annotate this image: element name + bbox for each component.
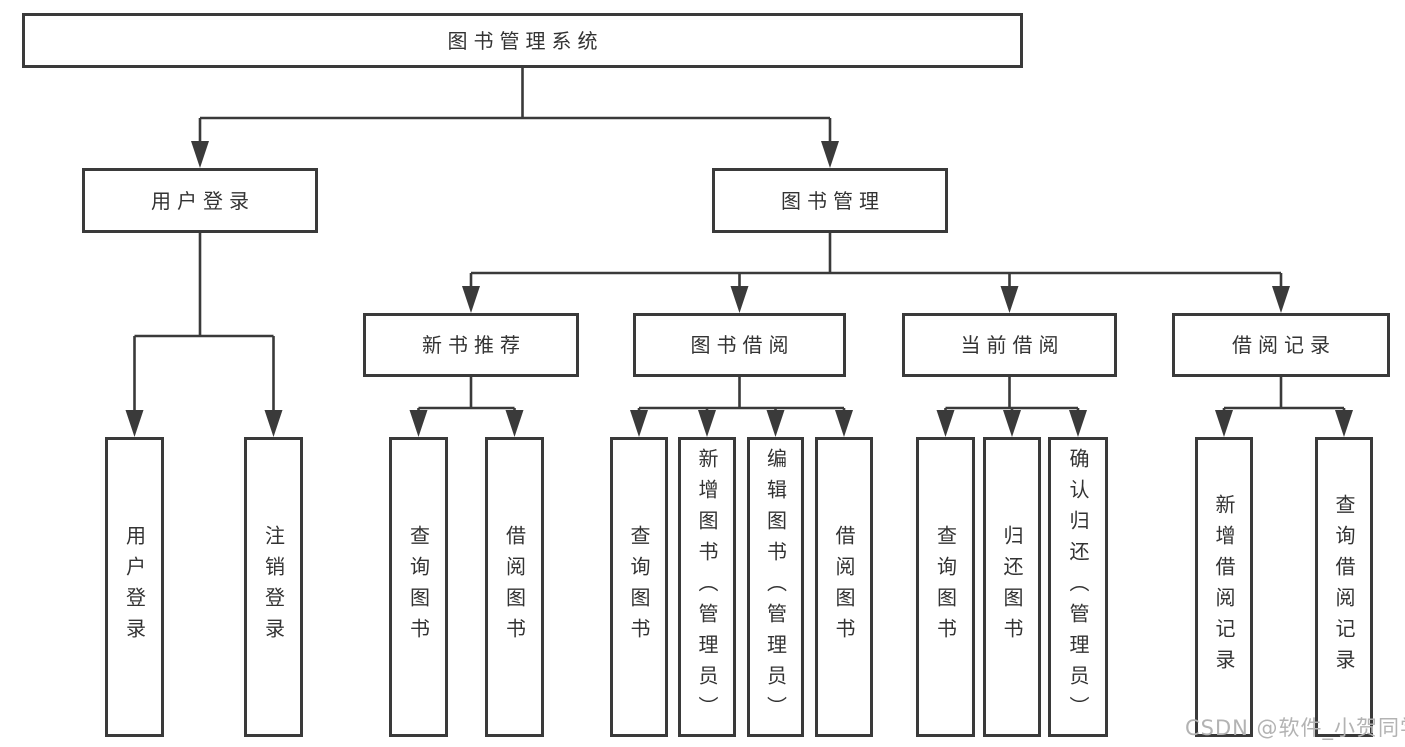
node-book-borrowing: 图书借阅 [633, 313, 846, 377]
node-label: 借阅图书 [832, 525, 856, 649]
node-label: 归还图书 [1000, 525, 1024, 649]
node-label: 新书推荐 [422, 333, 526, 357]
arrowhead-icons [125, 141, 1353, 437]
node-label: 编辑图书（管理员） [763, 447, 788, 727]
node-label: 借阅图书 [502, 525, 527, 649]
leaf-return-book: 归还图书 [983, 437, 1041, 737]
node-user-login: 用户登录 [82, 168, 318, 233]
node-borrowing-records: 借阅记录 [1172, 313, 1390, 377]
leaf-logout: 注销登录 [244, 437, 303, 737]
node-label: 图书借阅 [690, 333, 795, 357]
node-label: 查询图书 [627, 525, 651, 649]
node-label: 查询图书 [933, 525, 958, 649]
leaf-query-books-recommend: 查询图书 [389, 437, 448, 737]
node-new-book-recommendation: 新书推荐 [363, 313, 579, 377]
node-label: 用户登录 [122, 525, 147, 649]
node-label: 新增图书（管理员） [695, 447, 719, 727]
node-label: 图书管理系统 [447, 28, 604, 53]
leaf-add-borrow-record: 新增借阅记录 [1195, 437, 1253, 737]
connector-paths [133, 68, 1346, 414]
leaf-add-book-admin: 新增图书（管理员） [678, 437, 736, 737]
node-label: 用户登录 [151, 188, 255, 213]
node-label: 确认归还（管理员） [1066, 447, 1090, 727]
node-label: 查询图书 [406, 525, 431, 649]
leaf-query-books-borrowing: 查询图书 [610, 437, 668, 737]
leaf-confirm-return-admin: 确认归还（管理员） [1048, 437, 1108, 737]
node-label: 当前借阅 [960, 333, 1065, 357]
leaf-edit-book-admin: 编辑图书（管理员） [747, 437, 804, 737]
leaf-borrow-books: 借阅图书 [815, 437, 873, 737]
node-book-management: 图书管理 [712, 168, 948, 233]
node-current-borrowing: 当前借阅 [902, 313, 1117, 377]
node-label: 新增借阅记录 [1212, 494, 1236, 680]
node-label: 查询借阅记录 [1332, 494, 1356, 680]
leaf-user-login: 用户登录 [105, 437, 164, 737]
leaf-borrow-books-recommend: 借阅图书 [485, 437, 544, 737]
leaf-query-borrow-record: 查询借阅记录 [1315, 437, 1373, 737]
node-label: 图书管理 [781, 188, 885, 213]
node-label: 借阅记录 [1232, 333, 1336, 357]
node-label: 注销登录 [261, 525, 286, 649]
node-library-management-system: 图书管理系统 [22, 13, 1023, 68]
leaf-query-books-current: 查询图书 [916, 437, 975, 737]
